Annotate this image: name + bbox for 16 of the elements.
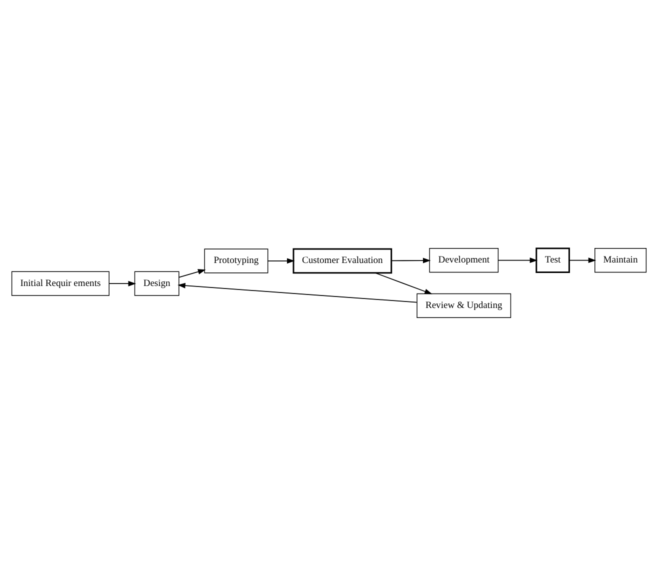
- arrow: [498, 258, 538, 264]
- arrow: [108, 280, 136, 286]
- arrow: [178, 269, 206, 278]
- node-box: Initial Requir ements: [11, 271, 110, 296]
- node-box: Customer Evaluation: [292, 248, 392, 274]
- arrow: [374, 272, 432, 294]
- node-box: Development: [429, 248, 499, 273]
- node-box: Design: [134, 271, 180, 296]
- node-box: Review & Updating: [416, 293, 512, 318]
- arrow: [390, 258, 431, 264]
- arrow: [178, 282, 418, 303]
- node-box: Test: [536, 248, 570, 273]
- node-box: Prototyping: [204, 248, 268, 274]
- node-box: Maintain: [594, 248, 647, 273]
- arrow: [568, 258, 596, 264]
- arrow: [268, 258, 295, 264]
